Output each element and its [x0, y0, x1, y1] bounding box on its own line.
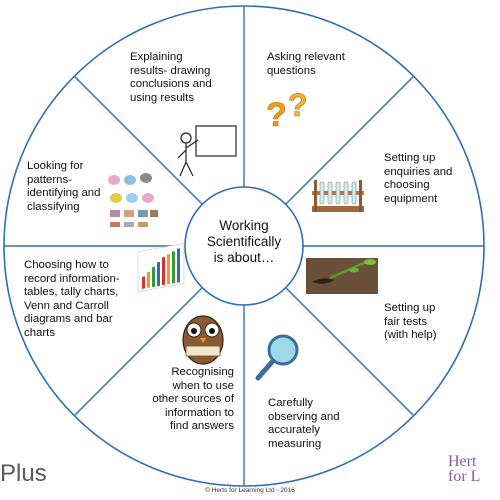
segment-observing-text: Carefully observing and accurately measu…	[268, 397, 340, 450]
segment-enquiries-text: Setting up enquiries and choosing equipm…	[384, 152, 453, 205]
birds-grid-icon	[108, 173, 158, 227]
footer-plus-logo-text: Plus	[0, 460, 47, 487]
question-marks-icon: ? ?	[266, 87, 308, 135]
test-tube-rack-icon	[312, 180, 364, 212]
spoke-bottom-left	[73, 287, 203, 417]
spoke-bottom-right	[285, 287, 415, 417]
svg-text:?: ?	[266, 96, 287, 134]
segment-fair-tests-text: Setting up fair tests (with help)	[384, 302, 437, 342]
plant-seedling-icon	[306, 258, 378, 294]
spoke-top-right	[285, 75, 415, 205]
spoke-top-left	[73, 75, 203, 205]
svg-text:?: ?	[288, 87, 308, 123]
herts-logo-text: Hert for L	[448, 453, 481, 485]
owl-reading-icon	[182, 315, 224, 365]
center-label: Working Scientifically is about…	[206, 218, 282, 265]
inner-circle	[184, 186, 304, 306]
magnifying-glass-icon	[255, 334, 299, 381]
bar-chart-icon	[137, 243, 185, 293]
copyright-notice: © Herts for Learning Ltd - 2016	[205, 487, 295, 494]
spokes	[4, 6, 484, 486]
segment-recording-text: Choosing how to record information- tabl…	[24, 259, 120, 339]
segment-recognising-text: Recognising when to use other sources of…	[152, 366, 234, 433]
presenter-icon	[177, 125, 237, 177]
segment-explaining-text: Explaining results- drawing conclusions …	[130, 51, 212, 104]
segment-asking-text: Asking relevant questions	[267, 51, 345, 77]
segment-patterns-text: Looking for patterns- identifying and cl…	[27, 160, 101, 213]
